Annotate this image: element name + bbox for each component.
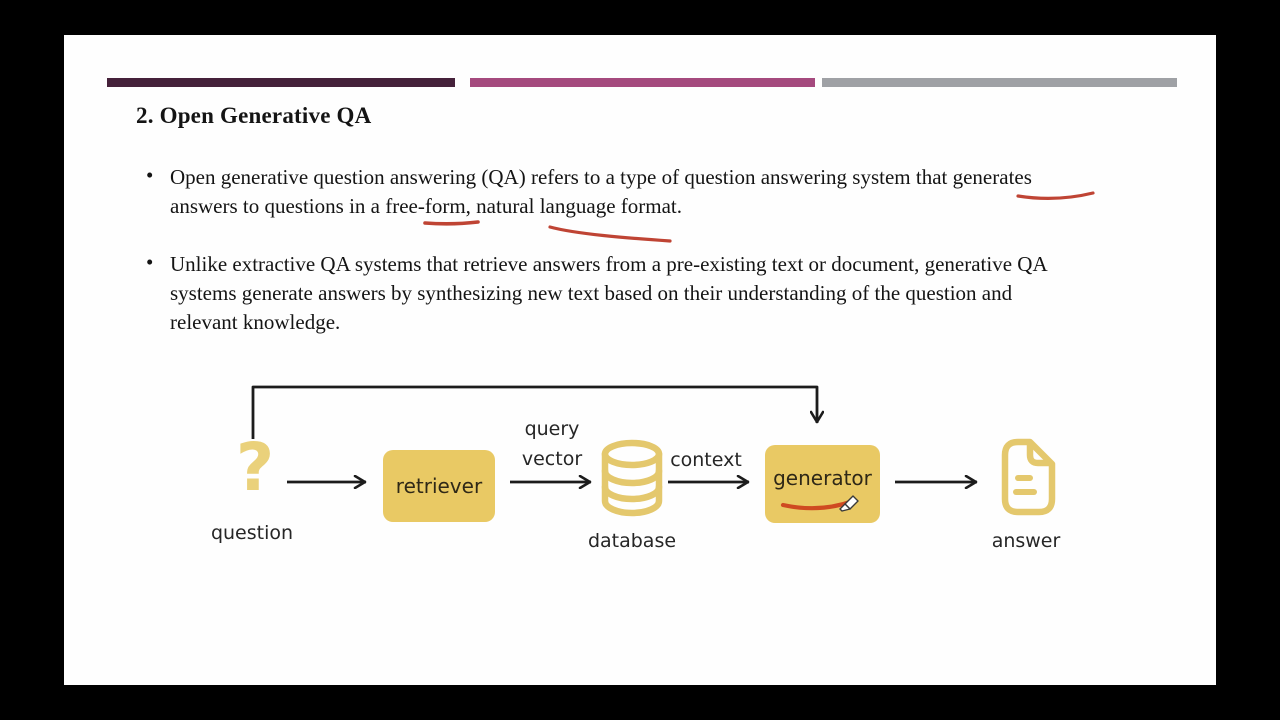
database-icon xyxy=(601,439,663,517)
underline-natural-language xyxy=(548,225,672,243)
bullet2-line2: systems generate answers by synthesizing… xyxy=(170,281,1013,305)
slide: 2. Open Generative QA • Open generative … xyxy=(64,35,1216,685)
database-label: database xyxy=(587,530,677,552)
generator-node: generator xyxy=(765,445,880,523)
bullet-item-2: • Unlike extractive QA systems that retr… xyxy=(146,250,1048,337)
accent-bar-gray xyxy=(822,78,1177,87)
diagram-canvas xyxy=(251,191,1095,517)
question-label: question xyxy=(210,522,294,544)
retriever-label: retriever xyxy=(395,474,483,498)
bullet-item-1: • Open generative question answering (QA… xyxy=(146,163,1032,221)
query-vector-label: query vector xyxy=(521,418,583,470)
retriever-node: retriever xyxy=(383,450,495,522)
answer-label: answer xyxy=(991,530,1061,552)
bullet-marker: • xyxy=(146,250,154,274)
bullet2-line1: Unlike extractive QA systems that retrie… xyxy=(170,252,1048,276)
slide-title: 2. Open Generative QA xyxy=(136,103,372,128)
underline-free-form xyxy=(423,220,480,226)
bullet1-line2: answers to questions in a free-form, nat… xyxy=(170,194,682,218)
answer-document-icon xyxy=(1001,438,1056,516)
bullet1-line1: Open generative question answering (QA) … xyxy=(170,165,1032,189)
accent-bar-magenta xyxy=(470,78,815,87)
question-mark-icon: ? xyxy=(235,429,275,506)
bullet-marker: • xyxy=(146,163,154,187)
generator-label: generator xyxy=(773,466,872,490)
accent-bar-dark-plum xyxy=(107,78,455,87)
context-label: context xyxy=(670,449,742,471)
bullet2-line3: relevant knowledge. xyxy=(170,310,341,334)
